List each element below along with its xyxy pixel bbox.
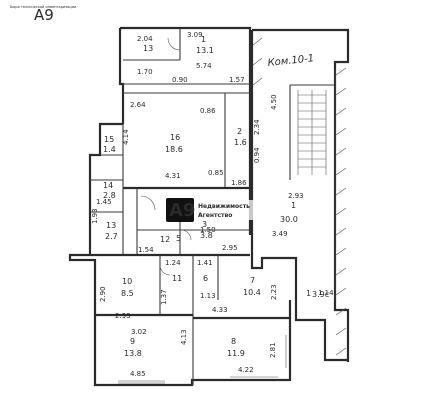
dimension-label: 1.41 — [197, 259, 213, 267]
inventory-stamp-text: Бюро технической инвентаризации — [10, 5, 76, 9]
dimension-label: 1.37 — [160, 289, 168, 305]
dimension-label: 1.54 — [138, 246, 154, 254]
agency-watermark: A9 Недвижимость Агентство — [166, 198, 256, 222]
dimension-label: 4.31 — [165, 172, 181, 180]
dimension-label: 1.14 — [318, 289, 334, 297]
room-area: 3.9c — [312, 290, 329, 299]
room-number: 9 — [130, 337, 135, 346]
room-number: 3 — [202, 220, 207, 229]
dimension-label: 2.04 — [137, 35, 153, 43]
staircase — [297, 90, 327, 175]
watermark-logo-box — [166, 198, 194, 222]
dimension-label: 2.34 — [253, 119, 261, 135]
dimension-label: 2.95 — [222, 244, 238, 252]
room-area: 3.8 — [200, 231, 213, 240]
dimension-label: 2.64 — [130, 101, 146, 109]
dimension-label: 2.81 — [269, 342, 277, 358]
room-labels: 1 13.1 13 16 18.6 2 1.6 15 1.4 14 2.8 13… — [103, 35, 329, 358]
room-area: 1.6 — [234, 138, 247, 147]
dimension-label: 0.90 — [172, 76, 188, 84]
room-number: 6 — [203, 274, 208, 283]
room-area: 13.8 — [124, 349, 142, 358]
exterior-hatching — [252, 37, 347, 356]
dimension-label: 1.24 — [165, 259, 181, 267]
room-area: 10.4 — [243, 288, 261, 297]
room-area: 2.7 — [105, 232, 118, 241]
room-number: 1 — [306, 289, 311, 298]
dimension-label: 3.49 — [272, 230, 288, 238]
door-swings — [140, 37, 192, 276]
room-number: 15 — [104, 135, 114, 144]
room-number: 7 — [250, 276, 255, 285]
dimension-label: 4.33 — [212, 306, 228, 314]
dimension-label: 1.93 — [91, 208, 99, 224]
room-area: 8.5 — [121, 289, 134, 298]
dimension-label: 1.13 — [200, 292, 216, 300]
windows — [118, 335, 287, 384]
watermark-text-backdrop — [196, 200, 256, 220]
room-number: 5 — [176, 234, 181, 243]
room-area: 11.9 — [227, 349, 245, 358]
dimension-label: 3.09 — [187, 31, 203, 39]
dimension-label: 4.13 — [180, 329, 188, 345]
dimension-label: 2.93 — [288, 192, 304, 200]
dimension-label: 5.74 — [196, 62, 212, 70]
watermark-line-2: Агентство — [198, 212, 232, 219]
internal-walls — [90, 28, 335, 385]
watermark-logo-mark: A9 — [169, 200, 195, 221]
dimension-label: 1.57 — [229, 76, 245, 84]
room-number: 11 — [172, 274, 182, 283]
dimension-label: 3.02 — [131, 328, 147, 336]
room-number: 8 — [231, 337, 236, 346]
room-area: 1.4 — [103, 145, 116, 154]
dimension-label: 2.93 — [115, 312, 131, 320]
dimension-labels: 2.04 3.09 1.70 0.90 5.74 1.57 2.64 0.86 … — [91, 31, 334, 378]
room-number: 13 — [143, 44, 153, 53]
dimension-label: 2.23 — [270, 284, 278, 300]
dimension-label: 0.86 — [200, 107, 216, 115]
room-area: 2.8 — [103, 191, 116, 200]
room-number: 10 — [122, 277, 132, 286]
dimension-label: 1.70 — [137, 68, 153, 76]
watermark-line-1: Недвижимость — [198, 203, 250, 210]
room-number: 13 — [106, 221, 116, 230]
room-number: 1 — [201, 35, 206, 44]
room-number: 12 — [160, 235, 170, 244]
dimension-label: 2.90 — [99, 286, 107, 302]
dimension-label: 4.22 — [238, 366, 254, 374]
plan-number: A9 — [34, 6, 54, 24]
dimension-label: 1.86 — [231, 179, 247, 187]
room-number: 16 — [170, 133, 180, 142]
dimension-label: 4.85 — [130, 370, 146, 378]
dimension-label: 1.45 — [96, 198, 112, 206]
room-number: 14 — [103, 181, 113, 190]
room-number: 1 — [291, 201, 296, 210]
dimension-label: 4.14 — [122, 129, 130, 145]
dimension-label: 1.50 — [200, 226, 216, 234]
handwritten-annotation: Ком.10-1 — [267, 53, 315, 69]
room-area: 18.6 — [165, 145, 183, 154]
room-area: 30.0 — [280, 215, 298, 224]
dimension-label: 4.50 — [270, 94, 278, 110]
room-area: 13.1 — [196, 46, 214, 55]
room-number: 2 — [237, 127, 242, 136]
dimension-label: 0.94 — [253, 147, 261, 163]
dimension-label: 0.85 — [208, 169, 224, 177]
